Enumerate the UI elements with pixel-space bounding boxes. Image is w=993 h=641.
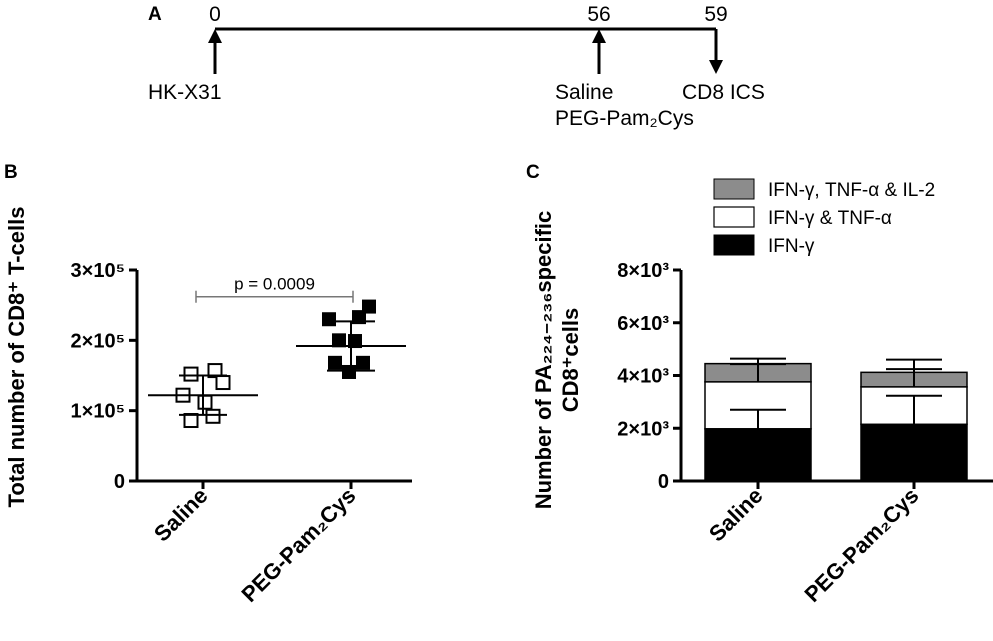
arrow-up-icon-head xyxy=(208,29,222,43)
legend-swatch-triple xyxy=(713,178,755,200)
panel-c-ytick-label: 6×10³ xyxy=(617,313,669,335)
timeline-label-hk-x31: HK-X31 xyxy=(148,81,222,104)
scatter-point xyxy=(197,394,213,410)
scatter-point xyxy=(322,312,336,327)
panel-c-ytick-label: 8×10³ xyxy=(617,260,669,282)
panel-c-plot: 0 2×10³ 4×10³ 6×10³ 8×10³ Saline PEG-Pam₂Cys xyxy=(617,260,993,607)
panel-a-label: A xyxy=(148,4,162,25)
arrow-down-icon-head xyxy=(709,60,723,74)
legend-swatch-double xyxy=(713,206,755,228)
p-value-label: p = 0.0009 xyxy=(234,275,315,294)
scatter-point xyxy=(332,333,346,348)
legend-swatch-single xyxy=(713,234,755,256)
panel-c-ylabel-line1: Number of PA₂₂₄₋₂₃₆specific xyxy=(531,211,556,510)
scatter-point xyxy=(205,408,221,424)
legend-label-single: IFN-γ xyxy=(768,236,815,257)
panel-b-ytick-label: 1×10⁵ xyxy=(71,401,125,423)
panel-b-category-label: PEG-Pam₂Cys xyxy=(237,483,361,607)
scatter-point xyxy=(215,375,231,391)
timeline-day-59: 59 xyxy=(704,3,727,26)
scatter-point xyxy=(183,366,199,382)
panel-c-ytick-label: 2×10³ xyxy=(617,418,669,440)
legend-label-triple: IFN-γ, TNF-α & IL-2 xyxy=(768,180,935,201)
panel-b-plot: 0 1×10⁵ 2×10⁵ 3×10⁵ Saline PEG-Pam₂Cys p = 0.0… xyxy=(71,260,412,607)
timeline-label-cd8-ics: CD8 ICS xyxy=(682,81,765,104)
scatter-point xyxy=(207,363,223,379)
panel-c-category-label: Saline xyxy=(704,483,768,547)
panel-b: B Total number of CD8⁺ T-cells 0 1×10⁵ 2×1… xyxy=(4,162,412,607)
panel-c: C Number of PA₂₂₄₋₂₃₆specific CD8⁺cells … xyxy=(526,162,993,607)
panel-b-ylabel: Total number of CD8⁺ T-cells xyxy=(4,207,29,508)
panel-b-ytick-label: 2×10⁵ xyxy=(71,330,125,352)
arrow-up-icon-head xyxy=(592,29,606,43)
legend-label-double: IFN-γ & TNF-α xyxy=(768,208,892,229)
panel-c-label: C xyxy=(526,162,540,183)
stacked-bar-segment xyxy=(704,428,812,482)
scatter-point xyxy=(356,355,370,370)
panel-c-ytick-label: 4×10³ xyxy=(617,366,669,388)
panel-c-category-label: PEG-Pam₂Cys xyxy=(800,483,924,607)
timeline-label-saline: Saline xyxy=(555,81,613,104)
legend: IFN-γ, TNF-α & IL-2 IFN-γ & TNF-α IFN-γ xyxy=(713,178,935,257)
panel-c-ytick-label: 0 xyxy=(658,471,669,493)
panel-b-category-label: Saline xyxy=(149,483,213,547)
panel-b-label: B xyxy=(4,162,18,183)
scatter-point xyxy=(362,299,376,314)
scatter-point xyxy=(328,355,342,370)
scatter-point xyxy=(183,413,199,429)
timeline-label-peg: PEG-Pam₂Cys xyxy=(555,107,694,130)
panel-b-ytick-label: 0 xyxy=(114,471,125,493)
timeline-day-0: 0 xyxy=(209,3,221,26)
panel-b-ytick-label: 3×10⁵ xyxy=(71,260,125,282)
panel-a: A 0 56 59 HK-X31 Saline PEG-Pam₂Cys CD8 … xyxy=(148,3,765,130)
timeline-day-56: 56 xyxy=(587,3,610,26)
stacked-bar-segment xyxy=(860,423,968,482)
panel-c-ylabel-line2: CD8⁺cells xyxy=(558,308,583,413)
scatter-point xyxy=(342,364,356,379)
